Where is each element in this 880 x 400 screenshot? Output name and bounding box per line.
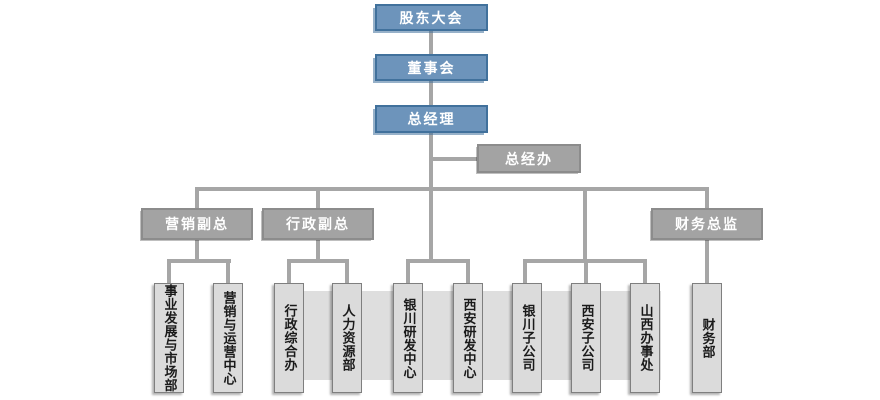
connector-line	[226, 259, 230, 283]
node-label: 西安研发中心	[460, 297, 476, 379]
node-label: 财务总监	[675, 217, 739, 233]
node-label: 西安子公司	[578, 304, 594, 372]
connector-line	[316, 240, 320, 263]
connector-line	[345, 259, 349, 283]
org-node-gm-office: 总经办	[477, 144, 581, 173]
connector-line	[523, 259, 527, 283]
org-node-general-manager: 总经理	[375, 105, 488, 133]
connector-line	[406, 259, 410, 283]
org-node-marketing-vp: 营销副总	[141, 208, 253, 240]
node-label: 营销副总	[165, 217, 229, 233]
connector-line	[195, 187, 709, 191]
node-label: 山西办事处	[637, 304, 653, 372]
org-node-dept-yinchuan-subsidiary: 银川子公司	[512, 283, 542, 393]
connector-line	[643, 259, 647, 283]
node-label: 银川子公司	[519, 304, 535, 372]
connector-line	[431, 157, 477, 161]
node-label: 事业发展与市场部	[161, 284, 177, 392]
connector-line	[705, 187, 709, 208]
org-node-board-of-directors: 董事会	[375, 54, 488, 81]
connector-line	[429, 81, 433, 105]
org-node-dept-yinchuan-rd-center: 银川研发中心	[393, 283, 423, 393]
connector-line	[583, 187, 587, 263]
org-node-admin-vp: 行政副总	[262, 208, 374, 240]
org-node-dept-finance: 财务部	[692, 283, 722, 393]
org-node-finance-director: 财务总监	[651, 208, 763, 240]
connector-line	[195, 240, 199, 263]
node-label: 行政副总	[286, 217, 350, 233]
node-label: 股东大会	[399, 10, 464, 27]
connector-line	[705, 240, 709, 283]
node-label: 营销与运营中心	[220, 290, 236, 386]
connector-line	[466, 259, 470, 283]
org-node-dept-business-dev-market: 事业发展与市场部	[154, 283, 184, 393]
org-node-dept-shanxi-office: 山西办事处	[630, 283, 660, 393]
connector-line	[406, 259, 470, 263]
connector-line	[195, 187, 199, 208]
org-node-dept-hr: 人力资源部	[332, 283, 362, 393]
connector-line	[167, 259, 231, 263]
node-label: 人力资源部	[339, 304, 355, 372]
connector-line	[316, 187, 320, 208]
connector-line	[287, 259, 349, 263]
connector-line	[584, 259, 588, 283]
node-label: 银川研发中心	[400, 297, 416, 379]
connector-line	[287, 259, 291, 283]
node-label: 总经理	[407, 112, 456, 128]
org-node-shareholders-meeting: 股东大会	[375, 4, 488, 31]
node-label: 董事会	[407, 60, 456, 77]
org-node-dept-marketing-operation-center: 营销与运营中心	[213, 283, 243, 393]
org-node-dept-xian-subsidiary: 西安子公司	[571, 283, 601, 393]
org-node-dept-admin-general-office: 行政综合办	[274, 283, 304, 393]
connector-line	[429, 133, 433, 263]
connector-line	[167, 259, 171, 283]
node-label: 财务部	[699, 317, 715, 359]
connector-line	[429, 31, 433, 54]
org-node-dept-xian-rd-center: 西安研发中心	[453, 283, 483, 393]
node-label: 总经办	[505, 151, 553, 168]
node-label: 行政综合办	[281, 304, 297, 372]
